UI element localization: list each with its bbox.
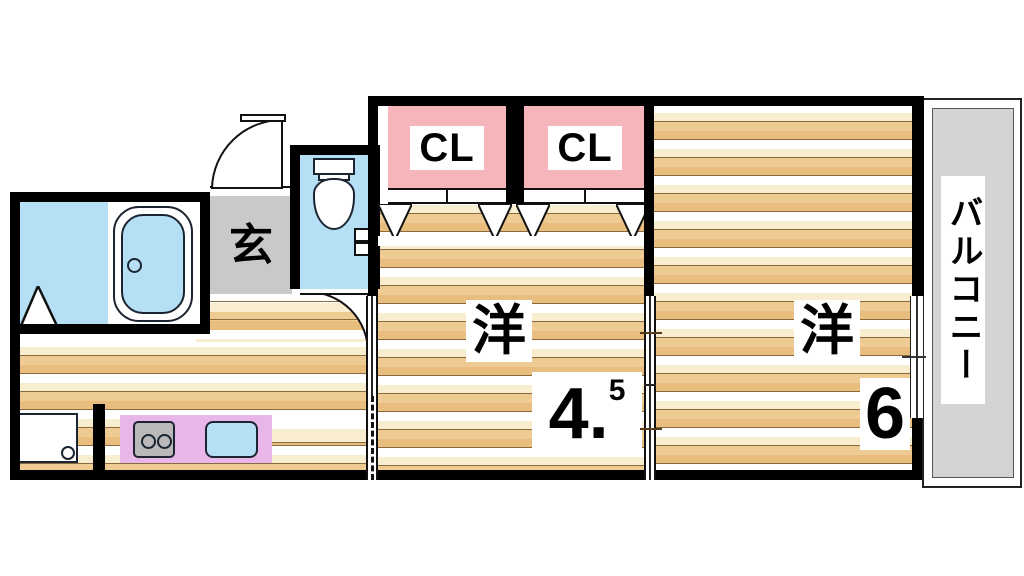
toilet-threshold — [300, 289, 370, 295]
kitchen-sink — [205, 421, 258, 458]
closet-2-rail-split — [584, 188, 586, 204]
closet-2-fold-right-icon — [616, 204, 650, 240]
bathroom-wall-right — [200, 192, 210, 334]
counter-right-band-2 — [272, 442, 372, 443]
outer-wall-bottom — [10, 470, 922, 480]
closet-1-fold-right-icon — [478, 204, 512, 240]
bathtub-drain-icon — [127, 258, 142, 273]
entrance-floor — [210, 196, 292, 294]
outer-wall-right — [912, 96, 922, 296]
dk-wall-upper-left — [10, 324, 210, 334]
counter-right-band — [272, 429, 372, 442]
room-6-name-label: 洋 — [794, 300, 860, 362]
toilet-wall-top — [290, 145, 380, 155]
room-45-size-fraction: 5 — [608, 374, 626, 407]
closet-divider-wall — [506, 106, 524, 204]
stove-burner-right-icon — [157, 434, 172, 449]
sliding-door-room-divider-rail — [649, 296, 651, 480]
balcony-label: バルコニー — [941, 176, 985, 404]
kitchen-divider-post — [93, 404, 105, 470]
bathroom-wall-top — [10, 192, 210, 202]
sliding-door-divider-handle-1[interactable] — [640, 332, 662, 334]
sliding-door-divider-joint — [644, 384, 656, 386]
room-6-size-number: 6 — [860, 378, 910, 450]
rooms-wall-left-upper — [368, 96, 378, 296]
room-6-upper-wall-band — [918, 96, 924, 296]
room-45-size: 4.5 — [532, 372, 642, 450]
closet-front-strip — [378, 236, 650, 246]
stove-burner-left-icon — [141, 434, 156, 449]
closet-1-rail-split — [446, 188, 448, 204]
entrance-label: 玄 — [229, 220, 273, 271]
entrance-door-panel[interactable] — [240, 114, 286, 122]
closet-2-fold-left-icon — [516, 204, 550, 240]
room-45-size-number: 4 — [548, 374, 589, 454]
toilet-door-arc-icon[interactable] — [298, 292, 370, 354]
outer-wall-left — [10, 192, 20, 480]
room-45-size-dot: . — [588, 374, 609, 454]
closet-2-label: CL — [548, 126, 622, 170]
sliding-door-divider-handle-2[interactable] — [640, 428, 662, 430]
entrance-door-arc-icon — [210, 118, 283, 189]
balcony-sliding-door-handle[interactable] — [902, 356, 926, 358]
washer-drain-icon — [61, 446, 75, 460]
toilet-wall-left — [290, 145, 300, 289]
sliding-door-hall-dashed-line — [371, 396, 374, 480]
outer-wall-right-lower — [912, 416, 922, 480]
toilet-bowl — [313, 178, 355, 230]
room-divider-wall-upper — [644, 96, 654, 296]
sliding-door-hall-rail — [371, 296, 373, 396]
shower-drain-icon — [20, 286, 60, 328]
room-45-name-label: 洋 — [466, 300, 532, 362]
closet-1-fold-left-icon — [378, 204, 412, 240]
counter-right-top — [272, 415, 372, 429]
closet-1-label: CL — [410, 126, 484, 170]
